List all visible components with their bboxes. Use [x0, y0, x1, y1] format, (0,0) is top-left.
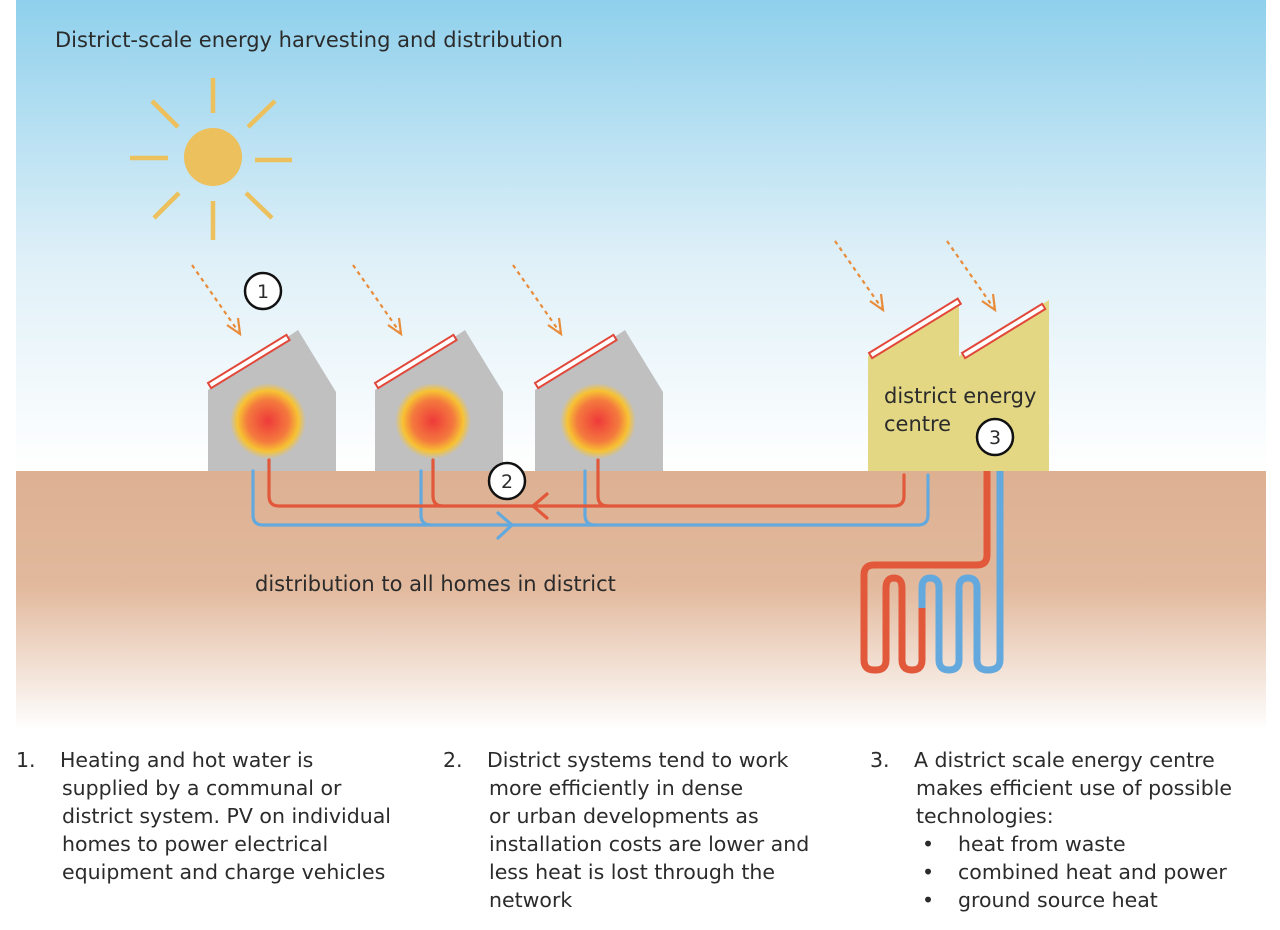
notes-section: 1. Heating and hot water is supplied by … [0, 746, 1280, 930]
sun-ray-arrow-5 [946, 240, 997, 313]
diagram-title: District-scale energy harvesting and dis… [55, 28, 563, 52]
technology-item: • heat from waste [916, 830, 1232, 858]
solar-panel-1 [206, 333, 291, 390]
note-3-line: technologies: [916, 804, 1054, 828]
note-2-line: less heat is lost through the [489, 860, 775, 884]
energy-centre-label-line1: district energy [884, 384, 1036, 408]
note-1-number: 1. [16, 748, 36, 772]
note-3-line: A district scale energy centre [914, 748, 1215, 772]
svg-text:1: 1 [257, 281, 269, 303]
sun-ray-arrow-3 [512, 264, 563, 337]
heat-source-1 [230, 383, 306, 459]
energy-centre-label-line2: centre [884, 412, 951, 436]
note-2-line: installation costs are lower and [489, 832, 810, 856]
energy-centre-solar-panel-2 [960, 302, 1047, 360]
technology-item-text: heat from waste [958, 832, 1126, 856]
technology-item: • ground source heat [916, 886, 1232, 914]
note-1-line: Heating and hot water is [60, 748, 314, 772]
marker-3: 3 [975, 417, 1015, 457]
note-2-line: or urban developments as [489, 804, 759, 828]
marker-2: 2 [487, 461, 527, 501]
technology-item: • combined heat and power [916, 858, 1232, 886]
note-2-number: 2. [443, 748, 463, 772]
heat-source-3 [560, 383, 636, 459]
house-1 [206, 330, 336, 471]
heat-source-2 [395, 383, 471, 459]
cold-return-pipe [251, 469, 930, 540]
cold-flow-arrow [496, 511, 514, 540]
solar-panel-3 [533, 333, 618, 390]
note-1-line: supplied by a communal or [62, 776, 342, 800]
note-3-number: 3. [870, 748, 890, 772]
energy-centre-solar-panel-1 [867, 297, 963, 360]
technology-list: • heat from waste • combined heat and powe… [916, 830, 1232, 914]
technology-item-text: ground source heat [958, 888, 1158, 912]
note-1-line: equipment and charge vehicles [62, 860, 386, 884]
marker-1: 1 [243, 271, 283, 311]
svg-text:3: 3 [989, 427, 1001, 449]
solar-panel-2 [373, 333, 458, 390]
svg-text:2: 2 [501, 471, 513, 493]
technology-item-text: combined heat and power [958, 860, 1227, 884]
hot-flow-arrow [531, 492, 549, 520]
bullet-dot: • [922, 832, 935, 856]
sun-ray-arrow-4 [834, 240, 885, 313]
note-2-line: network [489, 888, 573, 912]
hot-supply-pipe [267, 458, 906, 520]
bullet-dot: • [922, 888, 935, 912]
ground [16, 471, 1266, 730]
sun-ray-arrow-1 [191, 264, 242, 337]
note-3-line: makes efficient use of possible [916, 776, 1233, 800]
note-1-line: district system. PV on individual [62, 804, 391, 828]
sun-ray-arrow-2 [352, 264, 403, 337]
note-1-line: homes to power electrical [62, 832, 329, 856]
distribution-label: distribution to all homes in district [255, 572, 616, 596]
house-3 [533, 330, 663, 471]
note-2-line: more efficiently in dense [489, 776, 744, 800]
note-2-line: District systems tend to work [487, 748, 789, 772]
house-2 [373, 330, 503, 471]
bullet-dot: • [922, 860, 935, 884]
sun-ray-arrows [191, 240, 997, 337]
ground-source-loop [860, 471, 1004, 674]
sun-icon [130, 78, 292, 240]
